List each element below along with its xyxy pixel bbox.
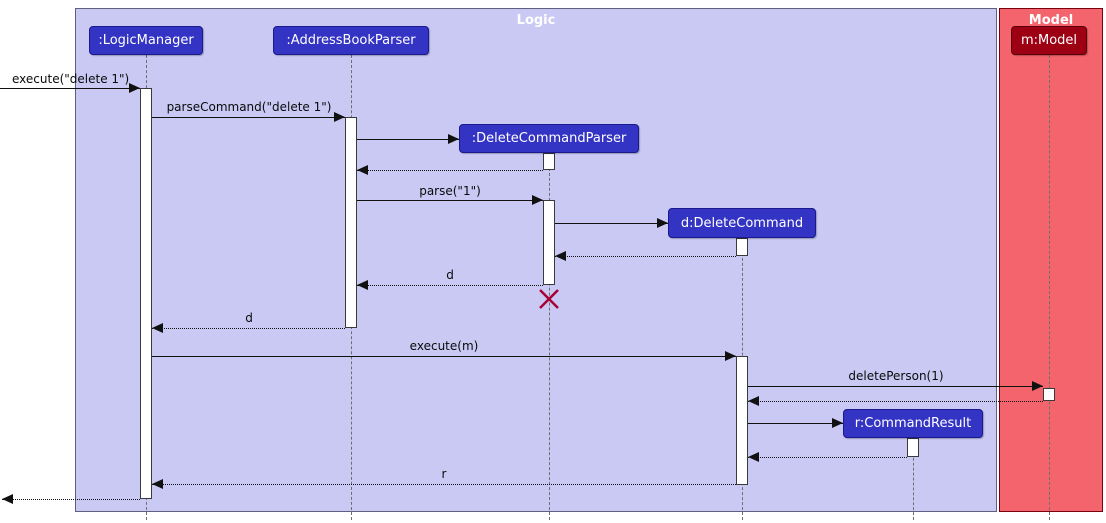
activation-deletecommand-create <box>736 238 748 256</box>
participant-deletecommand-label: d:DeleteCommand <box>680 215 804 231</box>
message-return-create-parser-line <box>357 170 543 171</box>
lifeline-model <box>1049 55 1050 520</box>
message-return-create-command-line <box>555 256 736 257</box>
model-frame-title: Model <box>1028 13 1074 28</box>
logic-frame-title: Logic <box>516 13 556 28</box>
arrowhead <box>657 218 668 228</box>
activation-deletecommandparser-parse <box>543 200 555 285</box>
participant-deletecommandparser-label: :DeleteCommandParser <box>471 131 627 146</box>
activation-model <box>1043 388 1055 401</box>
arrowhead <box>129 83 140 93</box>
message-execute-delete-label: execute("delete 1") <box>12 72 130 86</box>
message-return-model-line <box>748 401 1043 402</box>
destroy-x-icon <box>539 289 559 309</box>
participant-commandresult: r:CommandResult <box>843 409 983 438</box>
arrowhead <box>357 280 368 290</box>
message-return-d-logic-line <box>152 328 345 329</box>
arrowhead <box>532 195 543 205</box>
arrowhead <box>152 479 163 489</box>
message-create-deletecommand-line <box>555 223 668 224</box>
arrowhead <box>1032 381 1043 391</box>
activation-addressbookparser <box>345 117 357 328</box>
participant-deletecommandparser: :DeleteCommandParser <box>459 124 639 153</box>
message-return-r-line <box>152 484 736 485</box>
message-return-r-label: r <box>441 467 447 481</box>
message-parsecommand-line <box>152 117 345 118</box>
activation-deletecommand-execute <box>736 356 748 485</box>
message-return-d-parser-line <box>357 285 543 286</box>
model-frame: Model <box>999 8 1103 512</box>
arrowhead <box>334 112 345 122</box>
arrowhead <box>748 396 759 406</box>
message-create-commandresult-line <box>748 423 843 424</box>
arrowhead <box>832 418 843 428</box>
participant-deletecommand: d:DeleteCommand <box>668 208 816 238</box>
message-parsecommand-label: parseCommand("delete 1") <box>166 100 332 114</box>
participant-model: m:Model <box>1011 26 1087 55</box>
activation-logicmanager <box>140 88 152 499</box>
message-parse-line <box>357 200 543 201</box>
lifeline-commandresult <box>913 438 914 520</box>
message-create-deletecommandparser-line <box>357 139 459 140</box>
message-deleteperson-line <box>748 386 1043 387</box>
message-final-return-line <box>2 499 140 500</box>
message-parse-label: parse("1") <box>419 184 481 198</box>
message-return-create-result-line <box>748 457 907 458</box>
activation-commandresult <box>907 438 919 457</box>
participant-logicmanager: :LogicManager <box>89 26 203 55</box>
arrowhead <box>448 134 459 144</box>
arrowhead <box>2 494 13 504</box>
participant-addressbookparser-label: :AddressBookParser <box>286 33 416 48</box>
arrowhead <box>725 351 736 361</box>
message-return-d-logic-label: d <box>245 311 253 325</box>
message-deleteperson-label: deletePerson(1) <box>848 369 944 383</box>
message-execute-delete-line <box>0 88 140 89</box>
message-return-d-parser-label: d <box>446 268 454 282</box>
activation-deletecommandparser-create <box>543 153 555 170</box>
participant-addressbookparser: :AddressBookParser <box>273 26 429 55</box>
participant-model-label: m:Model <box>1020 33 1078 48</box>
participant-commandresult-label: r:CommandResult <box>854 416 972 431</box>
participant-logicmanager-label: :LogicManager <box>98 33 194 48</box>
arrowhead <box>555 251 566 261</box>
message-execute-m-label: execute(m) <box>409 339 479 353</box>
arrowhead <box>152 323 163 333</box>
message-execute-m-line <box>152 356 736 357</box>
arrowhead <box>357 165 368 175</box>
arrowhead <box>748 452 759 462</box>
lifeline-deletecommandparser <box>549 153 550 520</box>
